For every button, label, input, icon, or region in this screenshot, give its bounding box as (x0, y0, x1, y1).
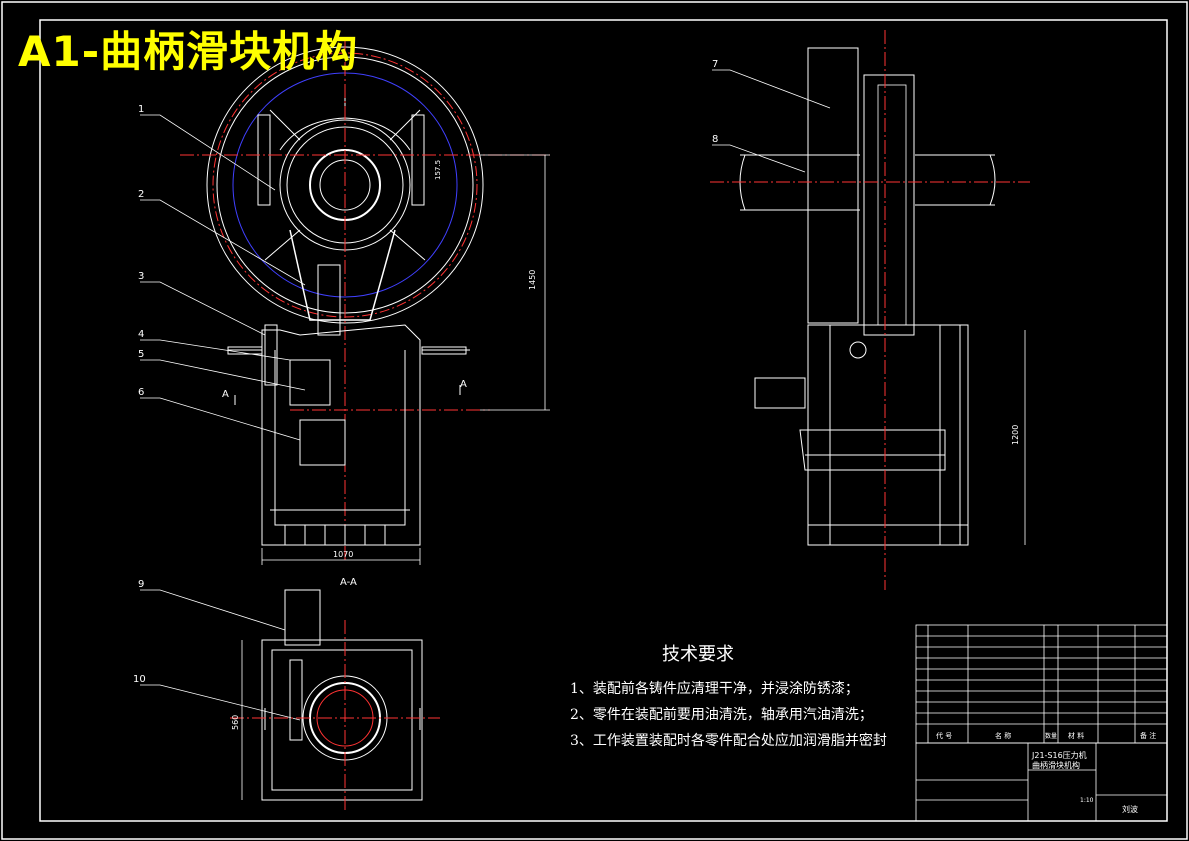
parts-header-qty: 数量 (1045, 732, 1057, 740)
callout-2: 2 (138, 189, 144, 200)
tech-requirement-1: 1、装配前各铸件应清理干净，并浸涂防锈漆； (570, 681, 859, 697)
parts-header-material: 材 料 (1068, 731, 1084, 740)
parts-header-note: 备 注 (1140, 731, 1156, 740)
section-mark-left: A (222, 389, 229, 400)
section-view (230, 589, 440, 810)
callout-6: 6 (138, 387, 144, 398)
drawing-name-2: 曲柄滑块机构 (1032, 760, 1080, 770)
drawing-name-1: J21-S16压力机 (1031, 750, 1087, 760)
dim-560: 560 (231, 715, 240, 730)
callout-3: 3 (138, 271, 144, 282)
callout-4: 4 (138, 329, 144, 340)
dim-1450: 1450 (528, 270, 537, 290)
callout-1: 1 (138, 104, 144, 115)
callout-5: 5 (138, 349, 144, 360)
dim-1200: 1200 (1011, 425, 1020, 445)
callout-10: 10 (133, 674, 146, 685)
tech-requirements-heading: 技术要求 (662, 644, 734, 665)
tech-requirement-3: 3、工作装置装配时各零件配合处应加润滑脂并密封 (570, 733, 887, 749)
title-block (915, 742, 1168, 822)
dim-1070: 1070 (333, 550, 353, 559)
tech-requirements: 技术要求 1、装配前各铸件应清理干净，并浸涂防锈漆； 2、零件在装配前要用油清洗… (570, 640, 887, 754)
side-view (710, 30, 1030, 590)
parts-header-name: 名 称 (995, 731, 1011, 740)
front-view (180, 40, 550, 560)
tech-requirement-2: 2、零件在装配前要用油清洗，轴承用汽油清洗； (570, 707, 873, 723)
callout-9: 9 (138, 579, 144, 590)
drawing-border (39, 19, 1168, 822)
parts-list (915, 624, 1168, 744)
drawing-scale: 1:10 (1080, 797, 1094, 804)
section-mark-right: A (460, 379, 467, 390)
callout-7: 7 (712, 59, 718, 70)
drawn-by: 刘波 (1122, 804, 1138, 814)
callout-8: 8 (712, 134, 718, 145)
dim-157: 157.5 (434, 160, 442, 180)
section-view-label: A-A (340, 577, 357, 588)
parts-header-code: 代 号 (936, 731, 952, 740)
drawing-title: A1-曲柄滑块机构 (18, 27, 359, 76)
